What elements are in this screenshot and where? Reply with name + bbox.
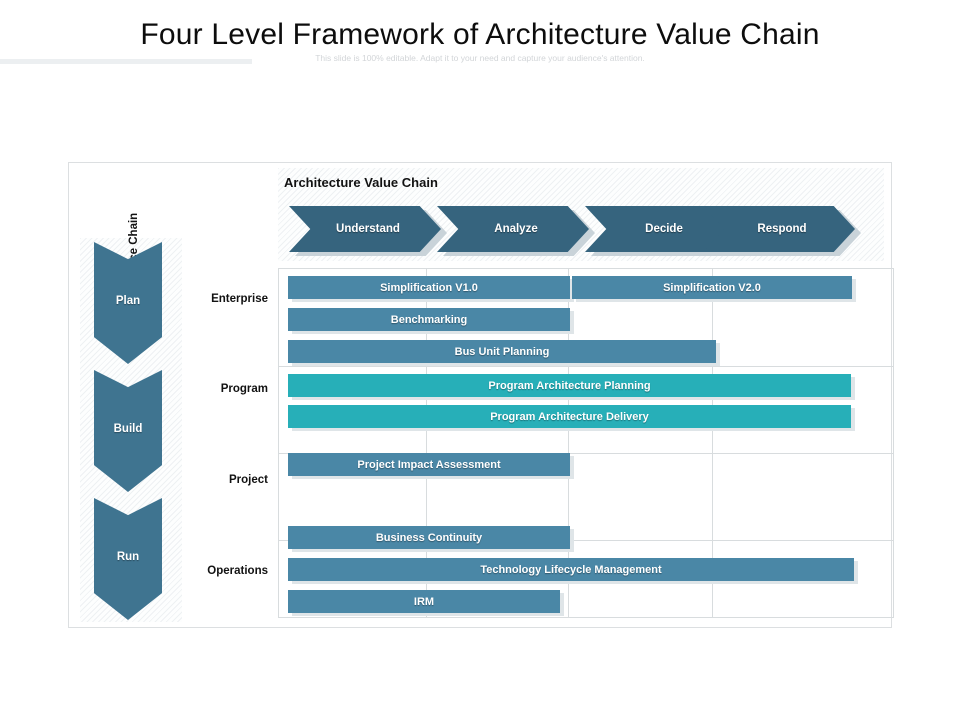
- activity-bar-label: Simplification V1.0: [380, 281, 478, 294]
- page-subtitle: This slide is 100% editable. Adapt it to…: [315, 53, 645, 63]
- grid-line-horizontal: [278, 540, 894, 541]
- activity-bar-label: Business Continuity: [375, 531, 483, 544]
- value-chain-step-label: Decide: [645, 223, 683, 235]
- page-title: Four Level Framework of Architecture Val…: [140, 18, 820, 51]
- stage-label-run: Run: [116, 551, 140, 563]
- grid-line-vertical: [278, 268, 279, 618]
- stage-chevron-build[interactable]: Build: [94, 370, 162, 492]
- value-chain-title: Architecture Value Chain: [284, 175, 438, 190]
- value-chain-step-respond[interactable]: Respond: [703, 206, 855, 252]
- activity-bar-simplification-v1[interactable]: Simplification V1.0: [288, 276, 570, 299]
- activity-bar-label: Bus Unit Planning: [454, 345, 550, 358]
- activity-bar-label: Simplification V2.0: [663, 281, 761, 294]
- value-chain-step-analyze[interactable]: Analyze: [437, 206, 589, 252]
- grid-line-vertical: [893, 268, 894, 618]
- value-chain-step-understand[interactable]: Understand: [289, 206, 441, 252]
- activity-bar-irm[interactable]: IRM: [288, 590, 560, 613]
- level-label-column: Enterprise Program Project Operations: [148, 162, 268, 628]
- activity-bar-label: Technology Lifecycle Management: [480, 563, 662, 576]
- title-underline-rule: [0, 59, 252, 64]
- activity-bar-bus-unit-planning[interactable]: Bus Unit Planning: [288, 340, 716, 363]
- level-label-operations: Operations: [207, 565, 268, 577]
- activity-bar-project-impact-assessment[interactable]: Project Impact Assessment: [288, 453, 570, 476]
- activity-bar-technology-lifecycle-management[interactable]: Technology Lifecycle Management: [288, 558, 854, 581]
- stage-chevron-plan[interactable]: Plan: [94, 242, 162, 364]
- activity-bar-benchmarking[interactable]: Benchmarking: [288, 308, 570, 331]
- grid-line-horizontal: [278, 453, 894, 454]
- activity-bar-label: Benchmarking: [390, 313, 468, 326]
- grid-line-horizontal: [278, 617, 894, 618]
- activity-bar-business-continuity[interactable]: Business Continuity: [288, 526, 570, 549]
- activity-bar-simplification-v2[interactable]: Simplification V2.0: [572, 276, 852, 299]
- value-chain-step-label: Understand: [336, 223, 400, 235]
- level-label-program: Program: [220, 383, 268, 395]
- grid-line-vertical: [568, 268, 569, 618]
- stage-chevron-run[interactable]: Run: [94, 498, 162, 620]
- grid-line-horizontal: [278, 366, 894, 367]
- grid-line-vertical: [712, 268, 713, 618]
- stage-label-plan: Plan: [115, 295, 141, 307]
- activity-bar-program-architecture-planning[interactable]: Program Architecture Planning: [288, 374, 851, 397]
- activity-bar-label: Program Architecture Delivery: [490, 410, 649, 423]
- activity-bar-label: IRM: [413, 595, 435, 608]
- grid-line-vertical: [426, 268, 427, 618]
- activity-bar-program-architecture-delivery[interactable]: Program Architecture Delivery: [288, 405, 851, 428]
- activity-bar-label: Project Impact Assessment: [357, 458, 501, 471]
- activity-bar-label: Program Architecture Planning: [488, 379, 651, 392]
- grid-line-horizontal: [278, 268, 894, 269]
- level-label-enterprise: Enterprise: [211, 293, 268, 305]
- stage-label-build: Build: [113, 423, 143, 435]
- activity-grid: Simplification V1.0 Simplification V2.0 …: [278, 268, 894, 618]
- value-chain-step-label: Respond: [757, 223, 807, 235]
- level-label-project: Project: [229, 474, 268, 486]
- value-chain-step-label: Analyze: [494, 223, 538, 235]
